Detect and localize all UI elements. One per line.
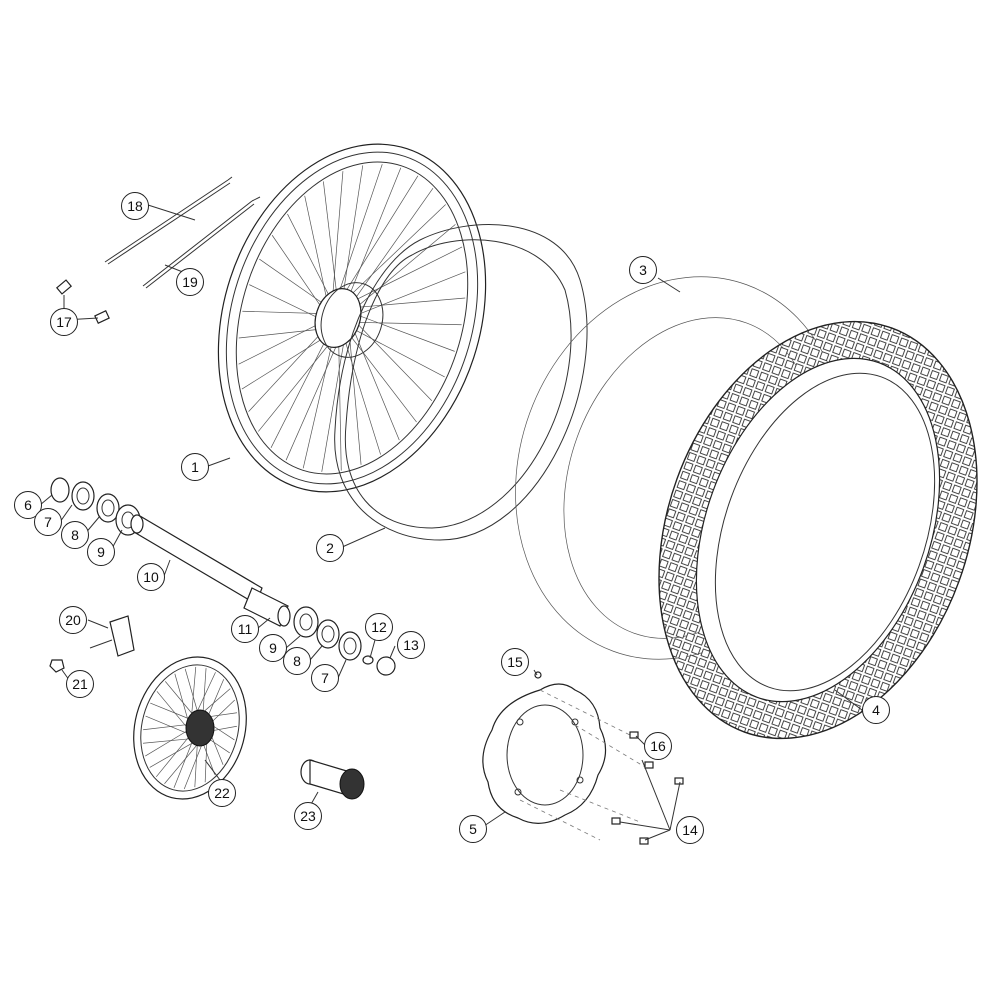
callout-11[interactable]: 11	[231, 615, 259, 643]
axle-assembly	[50, 477, 396, 676]
spoke-long	[104, 176, 233, 265]
callout-9-left[interactable]: 9	[87, 538, 115, 566]
callout-1[interactable]: 1	[181, 453, 209, 481]
rim-lock	[49, 615, 135, 673]
callout-13[interactable]: 13	[397, 631, 425, 659]
callout-7-right[interactable]: 7	[311, 664, 339, 692]
callout-16[interactable]: 16	[644, 732, 672, 760]
callout-19[interactable]: 19	[176, 268, 204, 296]
callout-22[interactable]: 22	[208, 779, 236, 807]
callout-18[interactable]: 18	[121, 192, 149, 220]
callout-8-right[interactable]: 8	[283, 647, 311, 675]
callout-9-right[interactable]: 9	[259, 634, 287, 662]
callout-5[interactable]: 5	[459, 815, 487, 843]
complete-wheel	[133, 656, 247, 800]
callout-4[interactable]: 4	[862, 696, 890, 724]
callout-17[interactable]: 17	[50, 308, 78, 336]
callout-2[interactable]: 2	[316, 534, 344, 562]
callout-12[interactable]: 12	[365, 613, 393, 641]
wheel-hub	[300, 759, 365, 800]
callout-20[interactable]: 20	[59, 606, 87, 634]
rim-band	[334, 224, 588, 541]
callout-23[interactable]: 23	[294, 802, 322, 830]
spoke-short	[142, 196, 261, 289]
callout-15[interactable]: 15	[501, 648, 529, 676]
brake-disc	[482, 671, 607, 824]
disc-bolts	[519, 689, 684, 845]
callout-10[interactable]: 10	[137, 563, 165, 591]
spoke-nipples	[55, 279, 110, 324]
callout-8-left[interactable]: 8	[61, 521, 89, 549]
knobby-tyre	[658, 320, 978, 740]
callout-21[interactable]: 21	[66, 670, 94, 698]
spoked-wheel-rim	[217, 143, 487, 493]
callout-7-left[interactable]: 7	[34, 508, 62, 536]
callout-3[interactable]: 3	[629, 256, 657, 284]
callout-14[interactable]: 14	[676, 816, 704, 844]
